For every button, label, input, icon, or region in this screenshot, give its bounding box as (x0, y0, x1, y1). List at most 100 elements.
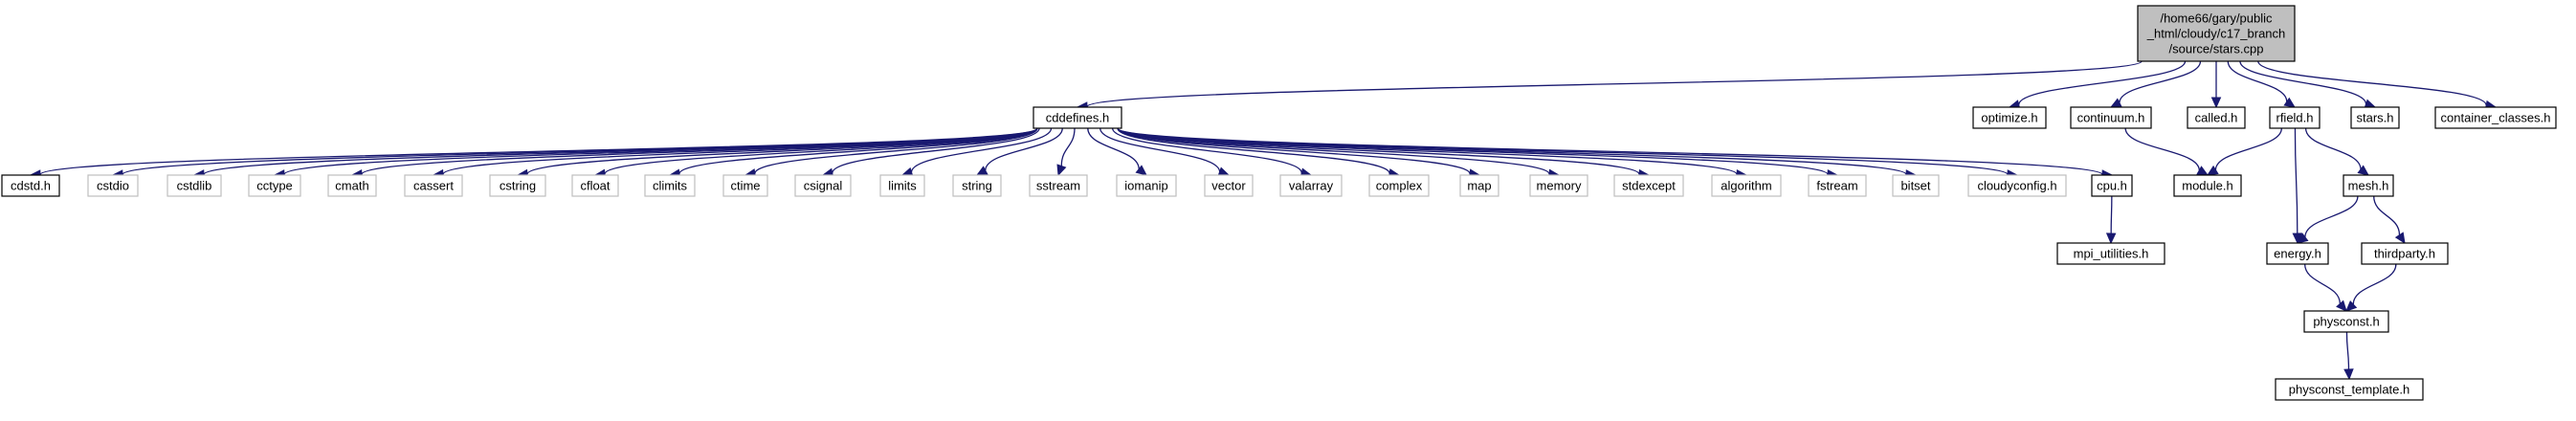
node-physconst[interactable]: physconst.h (2303, 310, 2389, 333)
arrowhead (2105, 233, 2117, 245)
arrowhead (2336, 299, 2347, 312)
node-energy[interactable]: energy.h (2266, 242, 2329, 265)
node-climits: climits (644, 174, 696, 197)
node-bitset: bitset (1892, 174, 1940, 197)
node-continuum[interactable]: continuum.h (2070, 106, 2152, 129)
node-root[interactable]: /home66/gary/public_html/cloudy/c17_bran… (2137, 5, 2296, 62)
node-label: sstream (1036, 179, 1080, 193)
node-label: valarray (1289, 179, 1334, 193)
node-box (1279, 174, 1343, 197)
edge-root-to-continuum (2109, 60, 2202, 108)
node-label: _html/cloudy/c17_branch (2146, 27, 2286, 41)
node-stars[interactable]: stars.h (2350, 106, 2400, 129)
node-label: energy.h (2274, 247, 2321, 261)
edge-line (1117, 127, 1907, 175)
edge-line (1117, 127, 1550, 175)
edge-line (1117, 127, 1829, 175)
arrowhead (2297, 233, 2309, 244)
node-label: continuum.h (2077, 111, 2145, 125)
node-box (87, 174, 139, 197)
edge-mesh-to-energy (2297, 195, 2359, 244)
node-cfloat: cfloat (571, 174, 619, 197)
node-label: cmath (335, 179, 368, 193)
node-box (404, 174, 463, 197)
edge-line (678, 127, 1038, 175)
node-box (1808, 174, 1867, 197)
edge-line (985, 127, 1063, 171)
node-module[interactable]: module.h (2173, 174, 2242, 197)
edge-root-to-called (2210, 61, 2222, 109)
node-label: cpu.h (2097, 179, 2127, 193)
node-cpu[interactable]: cpu.h (2091, 174, 2133, 197)
node-label: rfield.h (2276, 111, 2313, 125)
node-rfield[interactable]: rfield.h (2269, 106, 2321, 129)
node-box (1029, 174, 1088, 197)
edge-rfield-to-module (2206, 127, 2282, 176)
node-stdexcept: stdexcept (1613, 174, 1684, 197)
node-cstdio: cstdio (87, 174, 139, 197)
node-label: mesh.h (2348, 179, 2389, 193)
node-label: cctype (256, 179, 293, 193)
edge-line (1111, 127, 1302, 173)
node-thirdparty[interactable]: thirdparty.h (2361, 242, 2449, 265)
node-label: /home66/gary/public (2160, 11, 2273, 26)
node-box (2091, 174, 2133, 197)
node-cctype: cctype (248, 174, 301, 197)
node-label: cassert (413, 179, 454, 193)
node-label: limits (888, 179, 917, 193)
edge-cpu-to-mpi_utilities (2105, 195, 2117, 245)
edge-line (2018, 60, 2187, 105)
node-ctime: ctime (722, 174, 768, 197)
node-optimize[interactable]: optimize.h (1972, 106, 2047, 129)
node-mpi-utilities[interactable]: mpi_utilities.h (2056, 242, 2165, 265)
edge-rfield-to-energy (2292, 127, 2303, 245)
edge-line (1099, 127, 1221, 172)
node-box (1972, 106, 2047, 129)
node-box (2187, 106, 2246, 129)
node-valarray: valarray (1279, 174, 1343, 197)
node-string: string (952, 174, 1002, 197)
node-label: cfloat (580, 179, 610, 193)
node-algorithm: algorithm (1711, 174, 1782, 197)
edge-mesh-to-thirdparty (2373, 195, 2406, 245)
node-map: map (1459, 174, 1499, 197)
node-cloudyconfig: cloudyconfig.h (1967, 174, 2067, 197)
edge-physconst-to-physconst_template (2343, 331, 2354, 381)
node-label: algorithm (1721, 179, 1771, 193)
node-label: fstream (1816, 179, 1857, 193)
node-label: physconst_template.h (2289, 383, 2409, 397)
node-cddefines-cdstd[interactable]: cdstd.h (1, 174, 60, 197)
node-box (167, 174, 222, 197)
edge-line (1060, 127, 1076, 166)
edge-cddefines-to-iomanip (1087, 127, 1147, 176)
node-container-classes[interactable]: container_classes.h (2434, 106, 2557, 129)
node-cddefines[interactable]: cddefines.h (1033, 106, 1122, 129)
edge-line (1086, 60, 2143, 108)
node-box (1967, 174, 2067, 197)
arrowhead (2283, 97, 2297, 108)
node-sstream: sstream (1029, 174, 1088, 197)
edge-line (2124, 127, 2200, 171)
node-box (2056, 242, 2165, 265)
arrowhead (2394, 232, 2406, 245)
node-label: cddefines.h (1046, 111, 1110, 125)
node-box (879, 174, 925, 197)
arrowhead (2345, 299, 2358, 312)
node-label: optimize.h (1981, 111, 2037, 125)
edge-root-to-container_classes (2257, 60, 2498, 111)
edge-line (2239, 60, 2367, 104)
node-box (1613, 174, 1684, 197)
node-label: mpi_utilities.h (2074, 247, 2149, 261)
node-box (2434, 106, 2557, 129)
node-box (2269, 106, 2321, 129)
node-called[interactable]: called.h (2187, 106, 2246, 129)
node-box (794, 174, 852, 197)
node-cmath: cmath (327, 174, 377, 197)
edge-thirdparty-to-physconst (2345, 263, 2397, 312)
node-label: called.h (2195, 111, 2238, 125)
node-physconst-template[interactable]: physconst_template.h (2275, 378, 2424, 401)
edge-line (2304, 195, 2359, 237)
node-mesh[interactable]: mesh.h (2343, 174, 2394, 197)
edge-root-to-rfield (2227, 60, 2297, 108)
